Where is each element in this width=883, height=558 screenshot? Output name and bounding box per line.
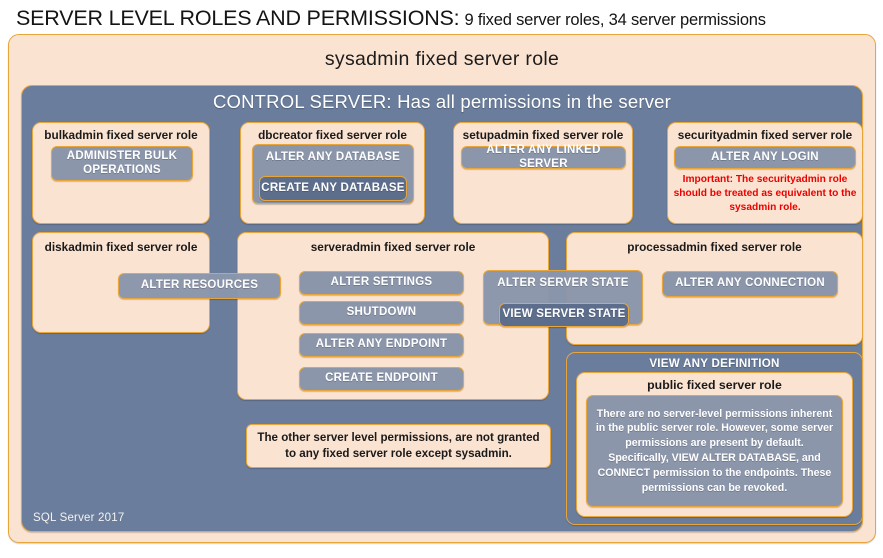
page-title-subtitle: 9 fixed server roles, 34 server permissi… <box>464 11 766 29</box>
permission-create-any-database: CREATE ANY DATABASE <box>259 176 407 201</box>
securityadmin-role-title: securityadmin fixed server role <box>677 128 853 142</box>
permission-alter-any-connection: ALTER ANY CONNECTION <box>662 271 838 297</box>
setupadmin-role-box <box>453 122 633 224</box>
permission-administer-bulk-operations: ADMINISTER BULK OPERATIONS <box>51 146 193 181</box>
permission-alter-any-login: ALTER ANY LOGIN <box>674 146 856 169</box>
permission-create-endpoint: CREATE ENDPOINT <box>299 367 464 391</box>
securityadmin-warning-note: Important: The securityadmin role should… <box>673 174 857 213</box>
dbcreator-role-title: dbcreator fixed server role <box>258 128 407 142</box>
permission-alter-settings: ALTER SETTINGS <box>299 271 464 295</box>
permission-shutdown: SHUTDOWN <box>299 301 464 325</box>
securityadmin-role-box <box>667 122 863 224</box>
page-title-main: SERVER LEVEL ROLES AND PERMISSIONS: <box>16 6 460 30</box>
permission-view-any-definition-label: VIEW ANY DEFINITION <box>649 357 780 370</box>
processadmin-role-title: processadmin fixed server role <box>627 240 802 254</box>
sysadmin-role-label: sysadmin fixed server role <box>324 48 560 70</box>
other-permissions-note-box: The other server level permissions, are … <box>246 424 551 468</box>
serveradmin-role-title: serveradmin fixed server role <box>310 240 476 254</box>
public-role-note-text: There are no server-level permissions in… <box>595 407 834 494</box>
control-server-label: CONTROL SERVER: Has all permissions in t… <box>212 91 672 112</box>
setupadmin-role-title: setupadmin fixed server role <box>462 128 624 142</box>
permission-alter-resources: ALTER RESOURCES <box>118 273 281 299</box>
public-role-note-box: There are no server-level permissions in… <box>586 395 843 507</box>
sql-server-version-label: SQL Server 2017 <box>33 512 125 524</box>
diskadmin-role-title: diskadmin fixed server role <box>44 240 198 254</box>
permission-alter-any-endpoint: ALTER ANY ENDPOINT <box>299 333 464 357</box>
other-permissions-note-text: The other server level permissions, are … <box>257 431 540 460</box>
permission-alter-any-linked-server: ALTER ANY LINKED SERVER <box>461 144 626 170</box>
page-title: SERVER LEVEL ROLES AND PERMISSIONS: 9 fi… <box>16 6 876 32</box>
public-role-title: public fixed server role <box>647 378 782 392</box>
permission-view-server-state: VIEW SERVER STATE <box>499 303 629 327</box>
bulkadmin-role-title: bulkadmin fixed server role <box>44 128 198 142</box>
